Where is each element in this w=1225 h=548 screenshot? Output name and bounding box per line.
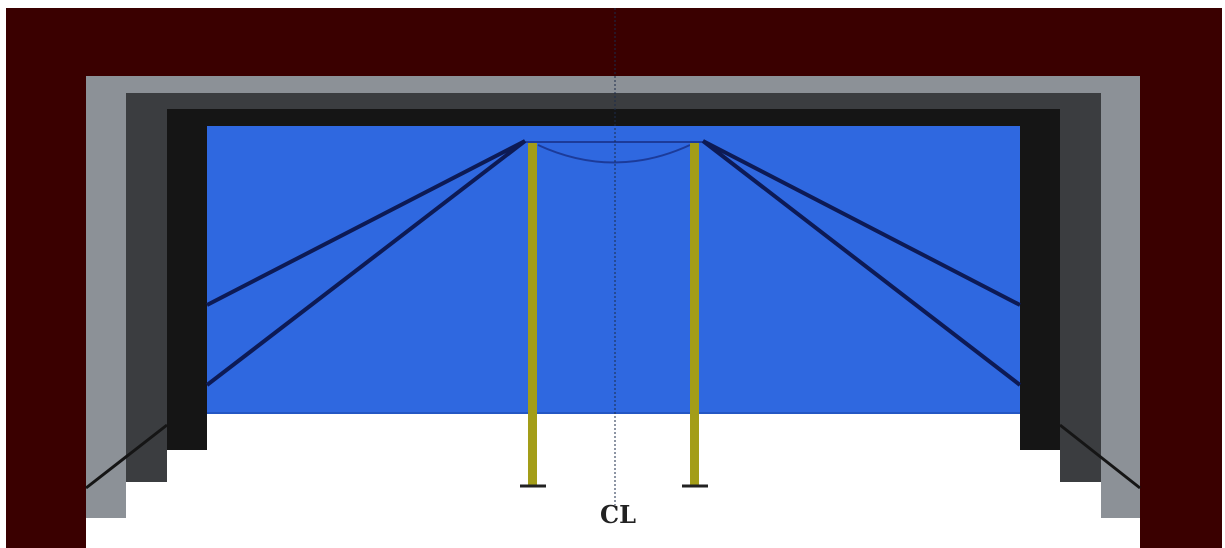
left-dark-wall (167, 126, 207, 450)
centerline-label: CL (600, 500, 636, 529)
left-cable-upper (206, 139, 526, 307)
right-light-wall (1101, 93, 1140, 518)
left-mid-wall (126, 109, 167, 482)
left-post (528, 143, 537, 485)
right-frame-column (1140, 8, 1222, 548)
right-cable-lower (701, 139, 1022, 387)
ceiling-dark-layer (167, 109, 1060, 126)
right-cable-upper (702, 139, 1021, 307)
top-frame-beam (6, 8, 1222, 76)
blue-tank (207, 126, 1020, 413)
sag-curve (537, 144, 691, 164)
ceiling-light-layer (86, 76, 1140, 93)
right-dark-wall (1020, 126, 1060, 450)
right-cable-anchor (1059, 423, 1141, 490)
left-cable-lower (205, 139, 527, 387)
right-post (690, 143, 699, 485)
left-cable-anchor (85, 423, 168, 490)
right-mid-wall (1060, 109, 1101, 482)
left-frame-column (6, 8, 86, 548)
left-light-wall (86, 93, 126, 518)
ceiling-mid-layer (126, 93, 1101, 109)
